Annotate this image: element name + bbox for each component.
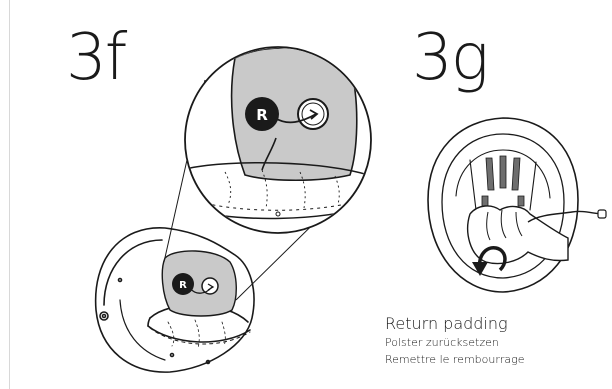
caption-french: Remettre le rembourrage	[385, 351, 607, 368]
caption-german: Polster zurücksetzen	[385, 334, 607, 351]
caption-english: Return padding	[385, 314, 607, 334]
caption-block: Return padding Polster zurücksetzen Reme…	[385, 314, 607, 368]
